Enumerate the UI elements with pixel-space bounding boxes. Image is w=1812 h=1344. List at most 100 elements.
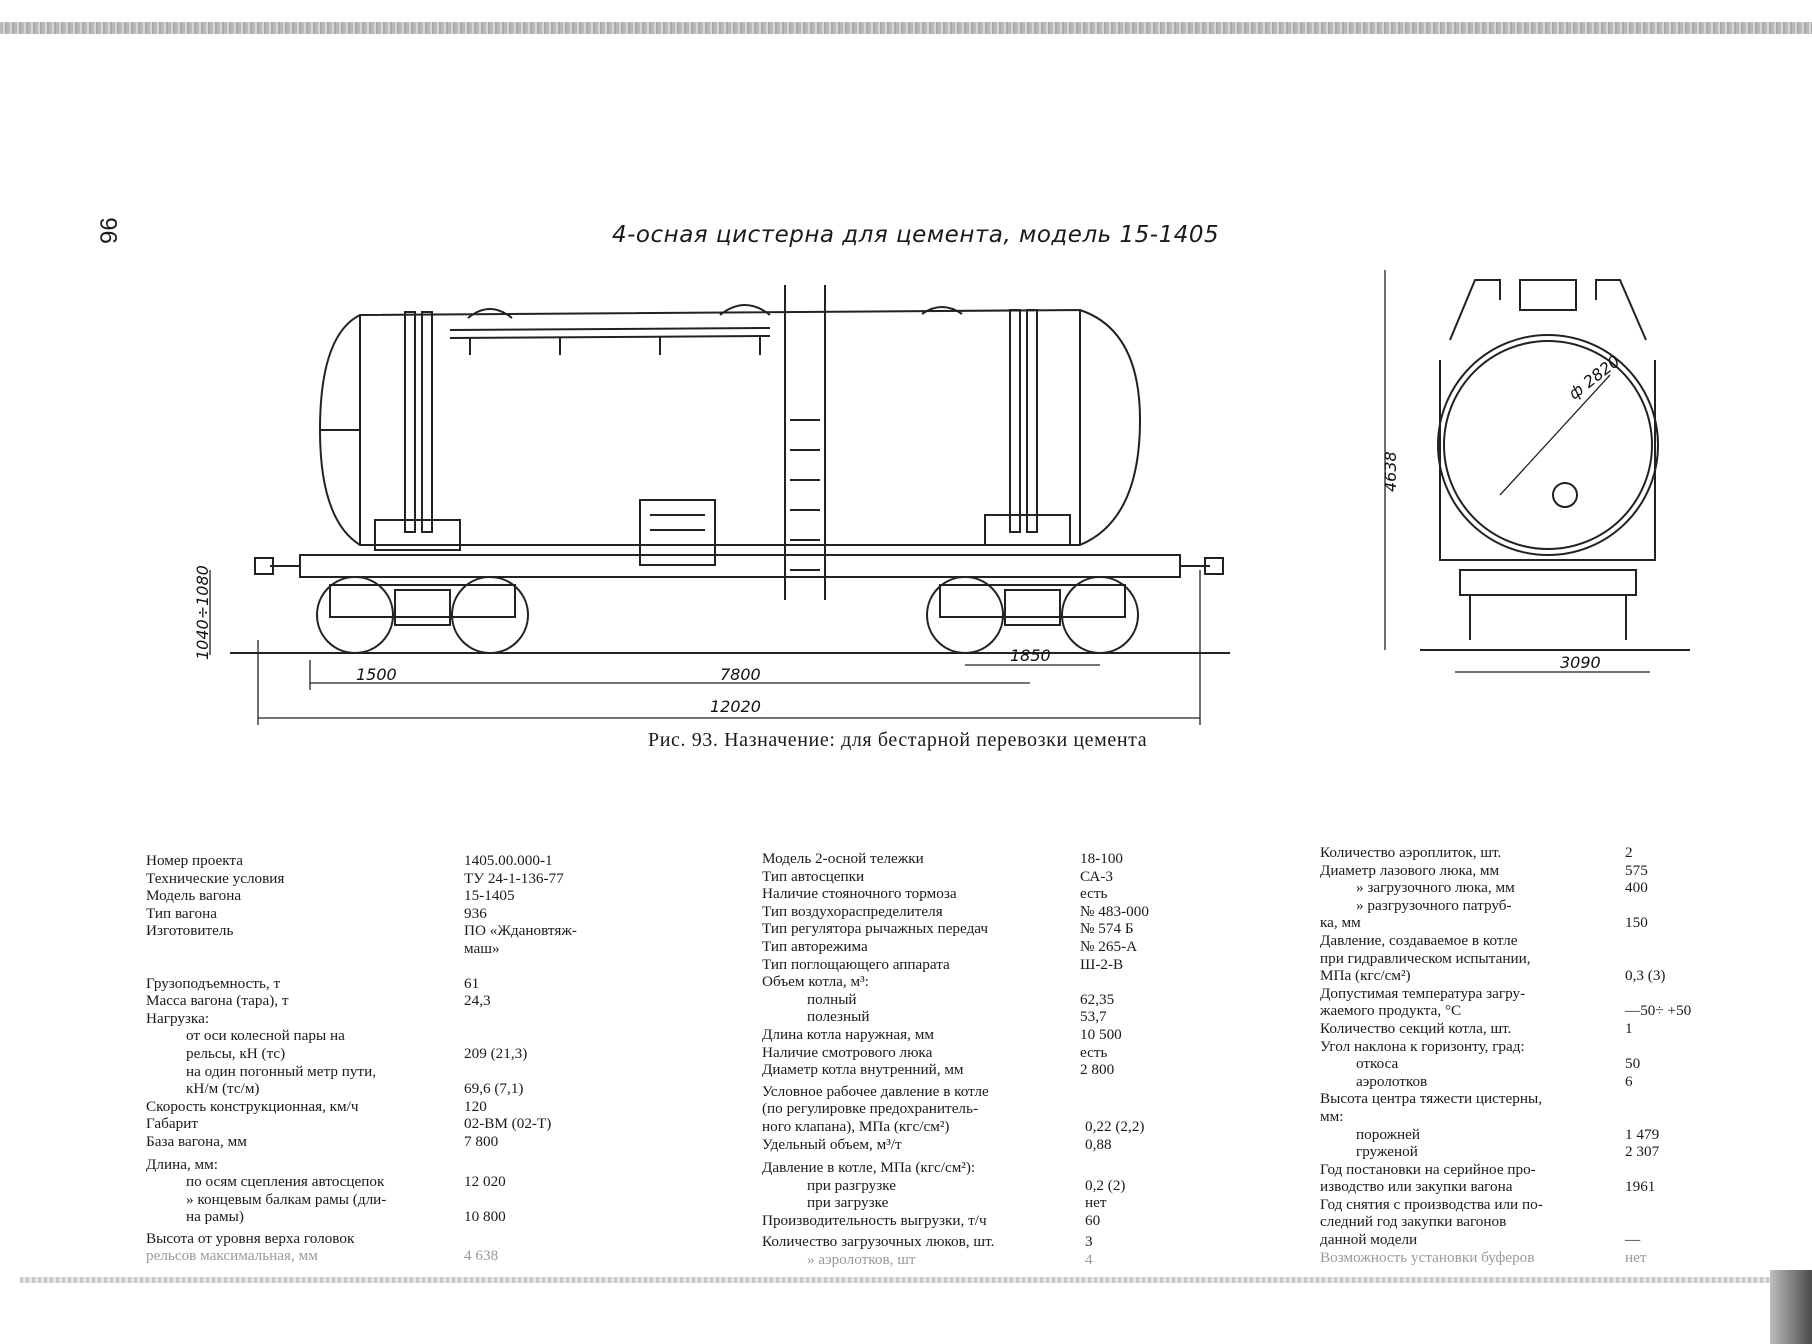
spec-value: 61 <box>464 974 480 992</box>
spec-value: 0,2 (2) <box>1085 1176 1126 1194</box>
spec-row: на один погонный метр пути, <box>146 1063 586 1081</box>
spec-value: № 265-А <box>1080 937 1138 955</box>
spec-label: Высота от уровня верха головок <box>146 1229 355 1247</box>
spec-label: жаемого продукта, °С <box>1320 1002 1462 1020</box>
spec-value: № 574 Б <box>1080 920 1134 938</box>
spec-label: Условное рабочее давление в котле <box>762 1082 989 1100</box>
spec-value: —50÷ +50 <box>1625 1002 1692 1020</box>
drawing-title: 4-осная цистерна для цемента, модель 15-… <box>612 222 1220 248</box>
spec-value: 02-ВМ (02-Т) <box>464 1115 552 1133</box>
spec-label: » аэролотков, шт <box>807 1251 916 1269</box>
spec-label: на рамы) <box>186 1208 244 1226</box>
spec-value: 3 <box>1085 1233 1093 1251</box>
spec-label: (по регулировке предохранитель- <box>762 1100 978 1118</box>
spec-row: Допустимая температура загру- <box>1320 985 1760 1003</box>
spec-label: Масса вагона (тара), т <box>146 992 289 1010</box>
spec-label: полный <box>807 990 857 1008</box>
spec-label: Наличие смотрового люка <box>762 1043 933 1061</box>
spec-value: 150 <box>1625 914 1648 932</box>
spec-value: 936 <box>464 904 487 922</box>
spec-label: Производительность выгрузки, т/ч <box>762 1211 987 1229</box>
spec-label: полезный <box>807 1008 870 1026</box>
dim-bogie-centers: 7800 <box>720 665 761 684</box>
spec-value: есть <box>1080 1043 1108 1061</box>
spec-label: при загрузке <box>807 1194 889 1212</box>
spec-label: Габарит <box>146 1115 198 1133</box>
dim-height: 4638 <box>1381 451 1400 492</box>
spec-row: при разгрузке 0,2 (2) <box>762 1177 1182 1195</box>
spec-row: Модель 2-осной тележки 18-100 <box>762 850 1182 868</box>
dim-height-range: 1040÷1080 <box>193 565 212 660</box>
spec-value: 7 800 <box>464 1132 499 1150</box>
spec-label: Количество аэроплиток, шт. <box>1320 844 1502 861</box>
spec-label: по осям сцепления автосцепок <box>186 1173 385 1191</box>
spec-label: Модель вагона <box>146 887 242 905</box>
spec-label: Наличие стояночного тормоза <box>762 885 957 903</box>
spec-label: Возможность установки буферов <box>1320 1248 1535 1266</box>
spec-row: Давление, создаваемое в котле <box>1320 932 1760 950</box>
spec-label: Диаметр лазового люка, мм <box>1320 861 1500 879</box>
spec-row: Угол наклона к горизонту, град: <box>1320 1038 1760 1056</box>
spec-value: № 483-000 <box>1080 902 1149 920</box>
spec-label: при разгрузке <box>807 1176 896 1194</box>
spec-value: 12 020 <box>464 1173 506 1191</box>
spec-label: МПа (кгс/см²) <box>1320 967 1411 985</box>
spec-value: 0,3 (3) <box>1625 967 1666 985</box>
spec-value: 120 <box>464 1097 487 1115</box>
spec-value: нет <box>1085 1194 1107 1212</box>
spec-row: маш» <box>146 940 586 958</box>
spec-row: рельсы, кН (тс) 209 (21,3) <box>146 1045 586 1063</box>
spec-row: на рамы)10 800 <box>146 1208 586 1226</box>
spec-row: жаемого продукта, °С —50÷ +50 <box>1320 1002 1760 1020</box>
spec-row: Габарит 02-ВМ (02-Т) <box>146 1115 586 1133</box>
spec-label: ного клапана), МПа (кгс/см²) <box>762 1117 950 1135</box>
spec-label: Технические условия <box>146 869 285 887</box>
spec-label: изводство или закупки вагона <box>1320 1178 1513 1196</box>
spec-label: кН/м (тс/м) <box>186 1080 260 1098</box>
side-view <box>230 285 1230 654</box>
spec-label: Угол наклона к горизонту, град: <box>1320 1037 1525 1055</box>
spec-row: по осям сцепления автосцепок 12 020 <box>146 1173 586 1191</box>
scan-shadow <box>1770 1270 1812 1344</box>
spec-row: Наличие смотрового люка есть <box>762 1044 1182 1062</box>
spec-label: Высота центра тяжести цистерны, <box>1320 1090 1543 1108</box>
spec-label: » концевым балкам рамы (дли- <box>186 1190 387 1208</box>
spec-label: рельсы, кН (тс) <box>186 1044 286 1062</box>
spec-value: 10 500 <box>1080 1025 1122 1043</box>
scan-edge-bottom <box>20 1277 1780 1283</box>
spec-label: Модель 2-осной тележки <box>762 850 924 867</box>
specs-column-3: Количество аэроплиток, шт.2 Диаметр лазо… <box>1320 844 1760 1266</box>
spec-label: порожней <box>1356 1125 1421 1143</box>
spec-row: Высота от уровня верха головок <box>146 1230 586 1248</box>
spec-row: ного клапана), МПа (кгс/см²)0,22 (2,2) <box>762 1118 1182 1136</box>
spec-row: Условное рабочее давление в котле <box>762 1083 1182 1101</box>
spec-row: при гидравлическом испытании, <box>1320 950 1760 968</box>
spec-label: Тип автосцепки <box>762 867 865 885</box>
spec-label: Грузоподъемность, т <box>146 974 281 992</box>
spec-label: » разгрузочного патруб- <box>1356 896 1512 914</box>
end-view <box>1420 279 1690 651</box>
spec-value: 62,35 <box>1080 990 1115 1008</box>
spec-label: Тип поглощающего аппарата <box>762 955 950 973</box>
spec-value: 209 (21,3) <box>464 1044 528 1062</box>
spec-value: 18-100 <box>1080 850 1124 867</box>
